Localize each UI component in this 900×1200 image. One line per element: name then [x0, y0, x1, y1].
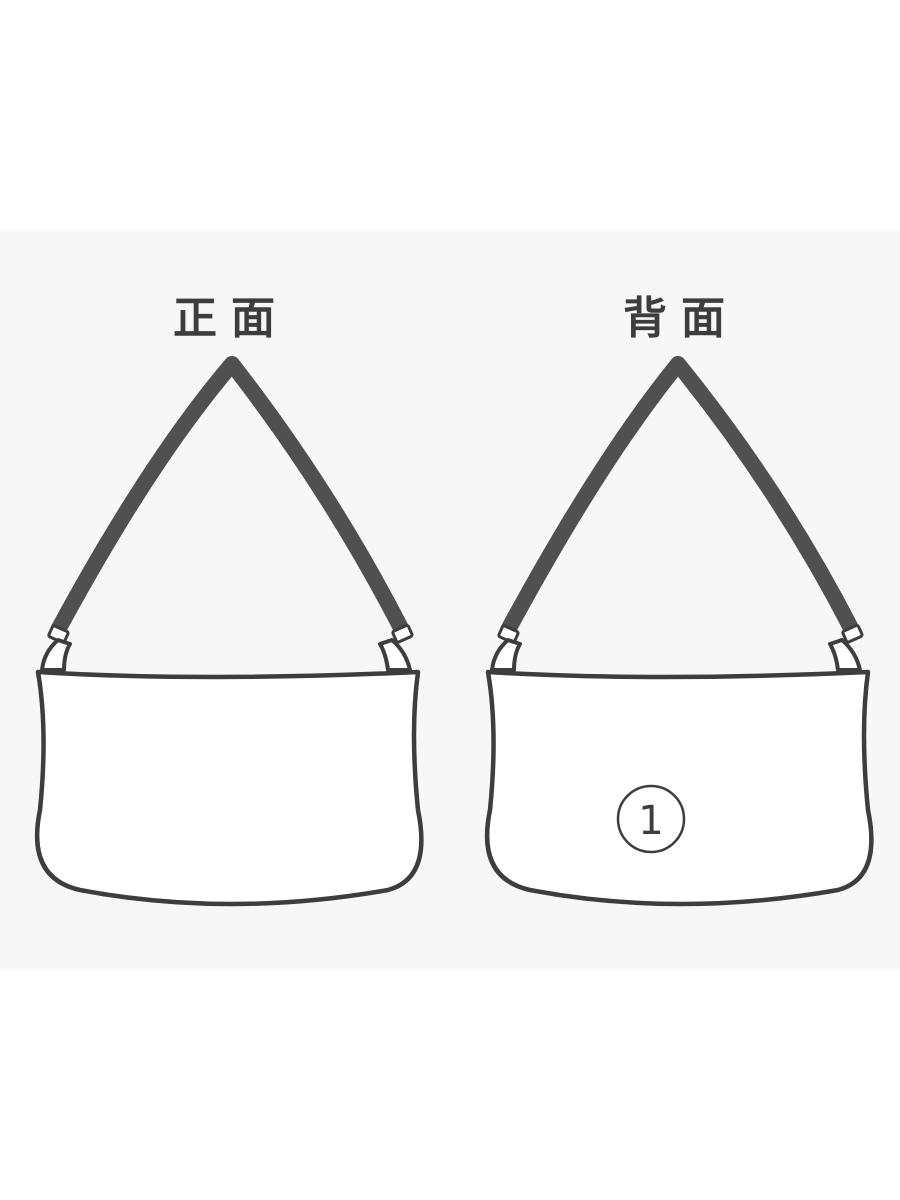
front-bag-body: [34, 669, 424, 907]
back-view-label: 背面: [623, 293, 739, 344]
front-ring-right: [378, 638, 412, 672]
back-view: 背面 1: [450, 230, 900, 970]
back-ring-right: [828, 638, 862, 672]
front-strap: [50, 356, 410, 634]
back-bag-illustration: 1: [484, 356, 874, 907]
back-marker-circled-number: 1: [616, 784, 686, 854]
back-strap: [500, 356, 860, 634]
back-ring-left: [490, 638, 522, 672]
front-ring-left: [40, 638, 72, 672]
back-marker-number: 1: [638, 798, 663, 844]
diagram-panel: 正面 背面: [0, 230, 900, 970]
front-bag-illustration: [34, 356, 424, 907]
front-view: 正面: [0, 230, 450, 970]
front-strap-end-right: [391, 623, 414, 644]
back-strap-end-right: [841, 623, 864, 644]
front-view-label: 正面: [173, 293, 289, 344]
back-bag-body: [484, 669, 874, 907]
back-marker-circle: [616, 784, 686, 854]
